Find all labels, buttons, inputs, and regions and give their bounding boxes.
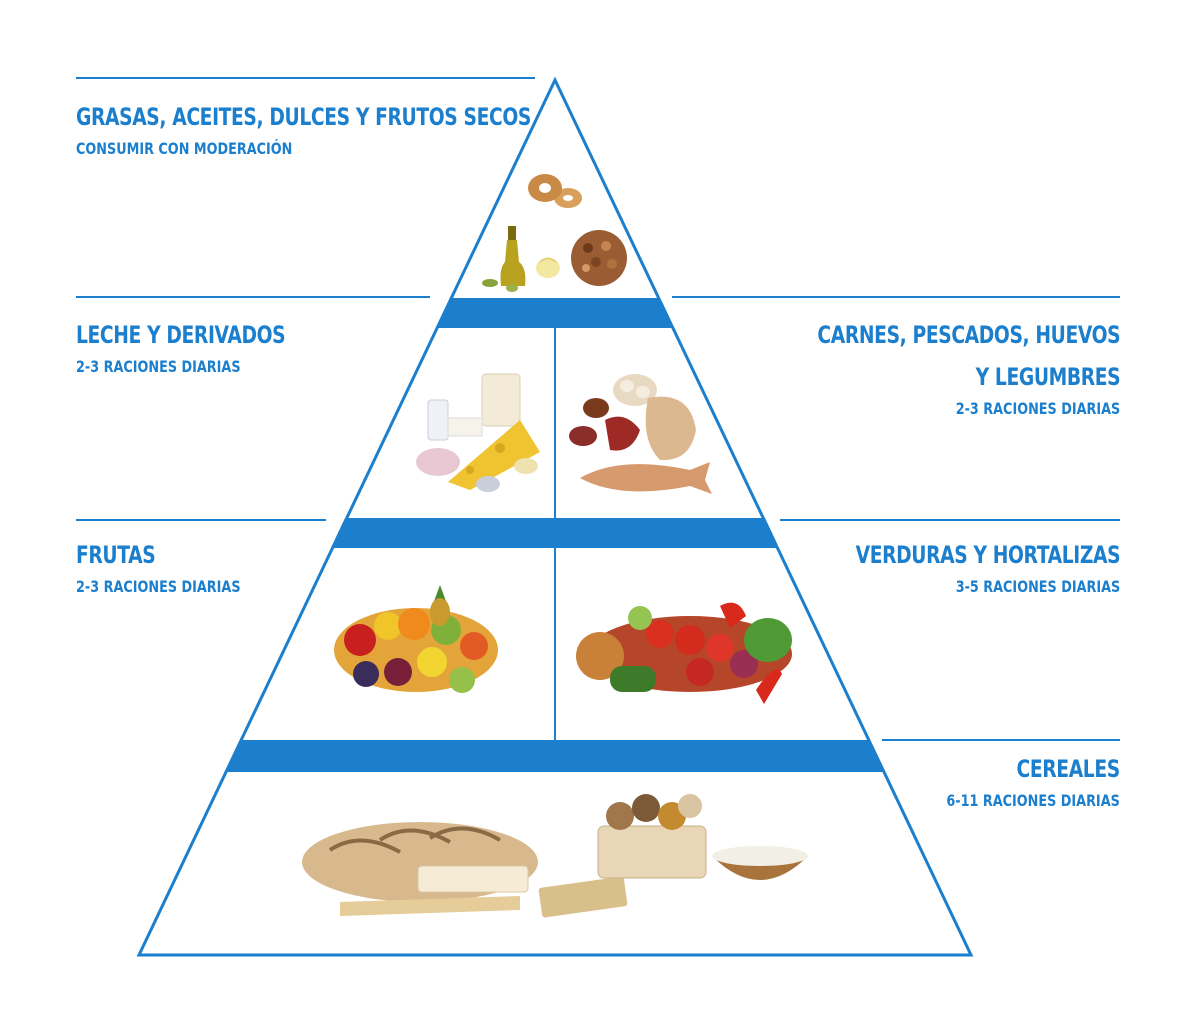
tier-title-verduras: VERDURAS Y HORTALIZAS	[855, 541, 1120, 569]
meat-fish-eggs-icon	[569, 374, 712, 494]
nuts-icon	[571, 230, 627, 286]
tier-label-carnes: CARNES, PESCADOS, HUEVOS Y LEGUMBRES 2-3…	[732, 314, 1120, 420]
tier-bands	[226, 298, 884, 772]
tier-title-grasas: GRASAS, ACEITES, DULCES Y FRUTOS SECOS	[76, 103, 531, 131]
vegetables-icon	[576, 602, 792, 704]
band-1	[437, 298, 673, 328]
tier-title-carnes-line1: CARNES, PESCADOS, HUEVOS	[817, 321, 1120, 349]
tier-subtitle-cereales: 6-11 RACIONES DIARIAS	[946, 791, 1120, 810]
tier-subtitle-verduras: 3-5 RACIONES DIARIAS	[955, 577, 1120, 596]
fruits-icon	[334, 585, 498, 693]
tier-title-frutas: FRUTAS	[76, 541, 156, 569]
divider-lines	[76, 77, 1120, 741]
band-2	[331, 518, 779, 548]
tier-label-grasas: GRASAS, ACEITES, DULCES Y FRUTOS SECOS C…	[76, 96, 659, 160]
pyramid-outline	[136, 76, 974, 957]
bread-cereal-icon	[302, 794, 808, 918]
tier-label-leche: LECHE Y DERIVADOS 2-3 RACIONES DIARIAS	[76, 314, 344, 378]
tier-title-carnes-line2: Y LEGUMBRES	[975, 363, 1120, 391]
tier-subtitle-leche: 2-3 RACIONES DIARIAS	[76, 357, 241, 376]
tier-title-leche: LECHE Y DERIVADOS	[76, 321, 286, 349]
tier-subtitle-grasas: CONSUMIR CON MODERACIÓN	[76, 139, 293, 158]
donuts-icon	[528, 174, 582, 208]
tier-title-cereales: CEREALES	[1016, 755, 1121, 783]
band-3	[226, 740, 884, 772]
tier-subtitle-frutas: 2-3 RACIONES DIARIAS	[76, 577, 241, 596]
tier-label-frutas: FRUTAS 2-3 RACIONES DIARIAS	[76, 534, 282, 598]
tier-label-verduras: VERDURAS Y HORTALIZAS 3-5 RACIONES DIARI…	[781, 534, 1120, 598]
butter-icon	[536, 257, 560, 278]
olive-oil-icon	[482, 226, 526, 292]
dairy-icon	[416, 373, 540, 492]
tier-label-cereales: CEREALES 6-11 RACIONES DIARIAS	[903, 748, 1121, 812]
tier-subtitle-carnes: 2-3 RACIONES DIARIAS	[955, 399, 1120, 418]
